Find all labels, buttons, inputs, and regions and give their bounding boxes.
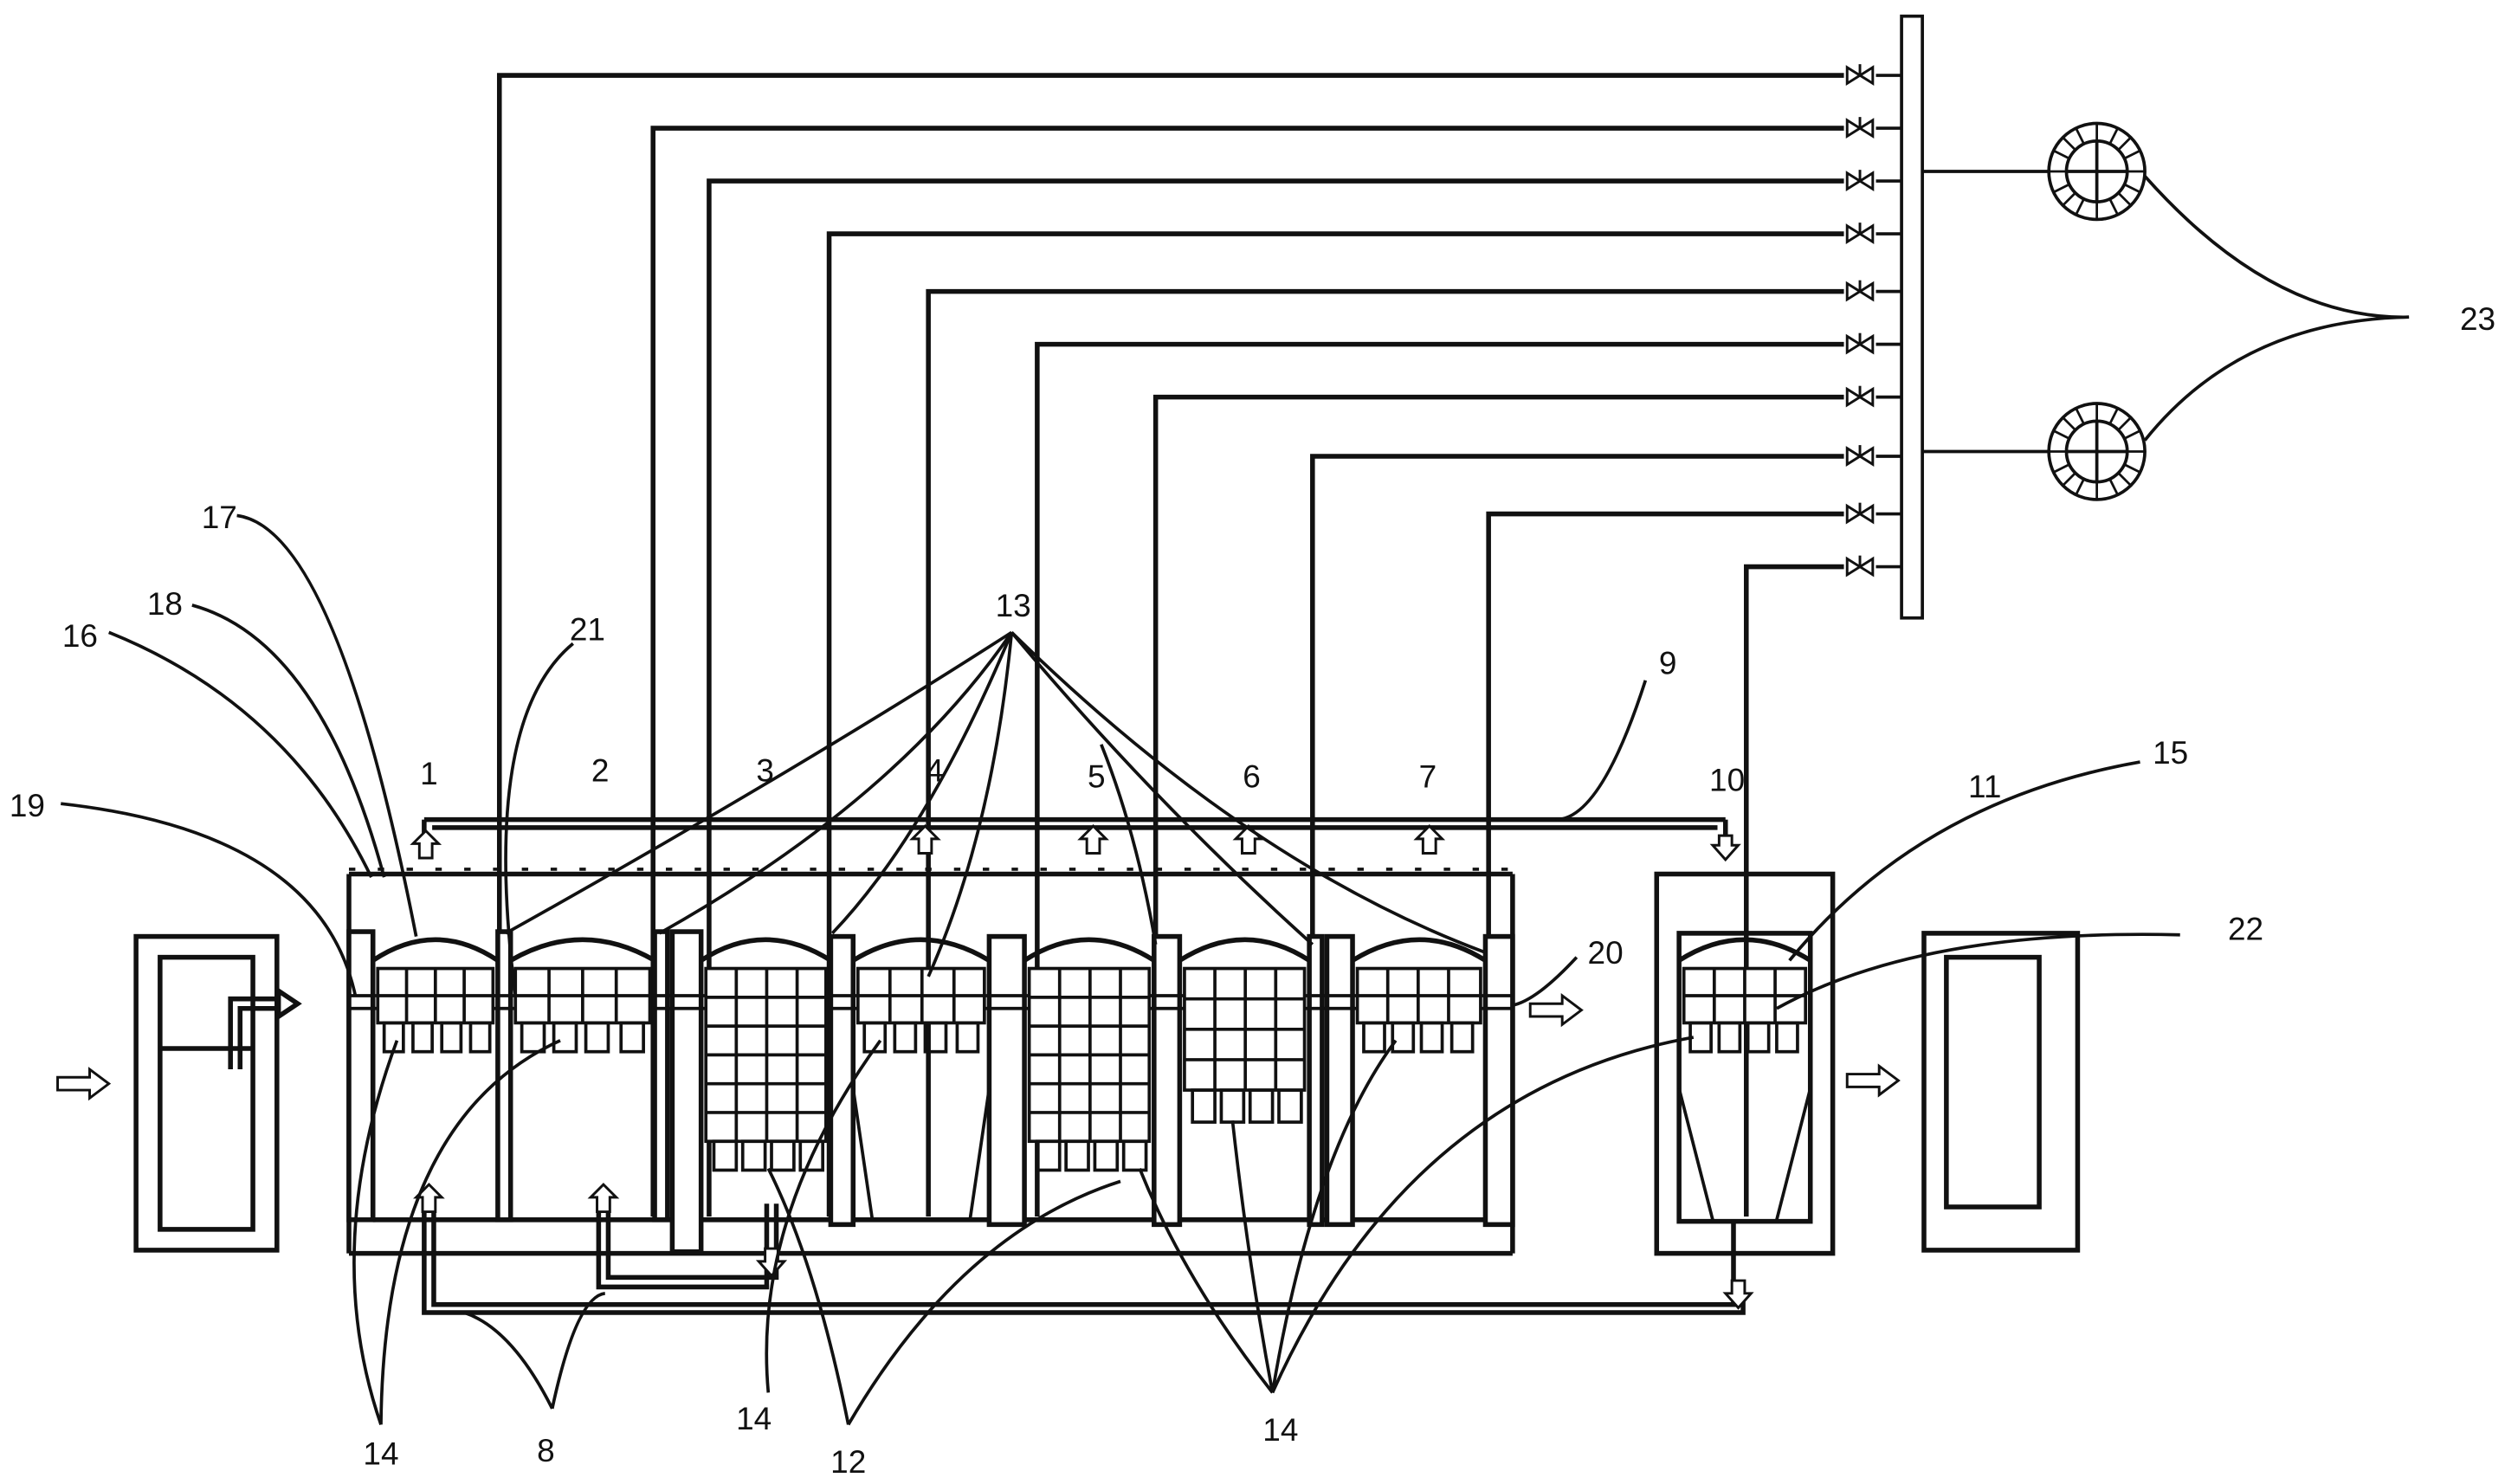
label-20: 20 [1588,935,1624,971]
label-5: 5 [1088,759,1106,795]
media-grid-3 [704,966,828,1172]
settling-tank [1654,871,1836,1256]
effluent-arrow-icon [1845,1064,1900,1097]
up-arrow-icon [589,1183,618,1214]
label-8: 8 [537,1433,555,1468]
label-9: 9 [1659,645,1677,681]
valve-icon [1845,384,1875,407]
media-grid-6 [1183,966,1307,1124]
label-16: 16 [62,618,98,654]
valve-icon [1845,443,1875,466]
compartment-walls [346,929,1515,1255]
label-17: 17 [202,500,237,535]
blowers [1922,121,2147,501]
label-21: 21 [570,612,605,648]
label-7: 7 [1419,759,1437,795]
air-header [1900,14,1924,620]
media-domes [371,937,1487,963]
label-23: 23 [2460,301,2495,337]
labels: 1 2 3 4 5 6 7 8 9 10 11 12 13 14 14 14 1… [10,301,2495,1480]
up-arrow-icon [1415,824,1444,855]
air-valves [1845,62,1875,577]
media-grid-1 [376,966,495,1054]
up-arrow-icon [411,829,440,860]
label-14c: 14 [1262,1412,1298,1448]
valve-icon [1845,115,1875,138]
label-11: 11 [1968,769,2001,804]
blower-icon [2047,402,2147,501]
inflow-arrow-icon [56,1068,111,1100]
label-15: 15 [2153,735,2188,771]
media-grid-7 [1355,966,1482,1054]
up-arrow-icon [415,1183,443,1214]
label-12: 12 [830,1444,866,1480]
label-3: 3 [756,752,774,788]
label-4: 4 [926,752,944,788]
valve-icon [1845,221,1875,243]
inlet-tank [133,933,302,1253]
valve-icon [1845,168,1875,190]
label-19: 19 [10,788,45,823]
label-22: 22 [2228,911,2263,946]
media-grid-4 [851,966,991,1221]
media-grid-5 [1027,966,1152,1172]
valve-icon [1845,332,1875,354]
reflux-pipe-top [422,816,1728,848]
label-1: 1 [420,756,438,791]
up-arrow-icon [911,824,939,855]
label-14b: 14 [736,1401,772,1436]
label-2: 2 [591,752,610,788]
valve-icon [1845,279,1875,301]
leader-lines [61,175,2410,1426]
valve-icon [1845,501,1875,524]
media-grid-2 [513,966,652,1054]
label-13: 13 [996,588,1031,623]
label-14a: 14 [363,1436,398,1472]
outlet-tank [1921,931,2081,1253]
label-6: 6 [1243,759,1261,795]
up-arrow-icon [1079,824,1107,855]
label-10: 10 [1709,762,1745,797]
valve-icon [1845,62,1875,85]
valve-icon [1845,554,1875,577]
down-arrow-icon [1709,834,1741,862]
outflow-arrow-icon [1528,994,1583,1026]
blower-icon [2047,121,2147,222]
label-18: 18 [147,586,183,622]
air-pipes [496,73,1902,1217]
